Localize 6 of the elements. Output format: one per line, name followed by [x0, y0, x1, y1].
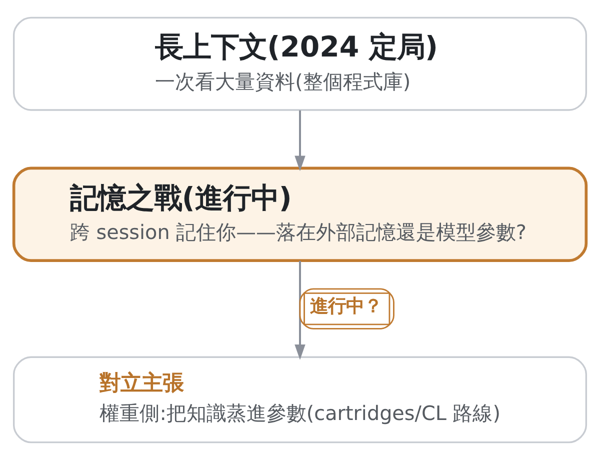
node-box: 記憶之戰(進行中) 跨 session 記住你——落在外部記憶還是模型參數?: [12, 166, 588, 262]
edge-label: 進行中？: [310, 296, 382, 317]
arrow: [294, 260, 306, 360]
node-box: 對立主張 權重側:把知識蒸進參數(cartridges/CL 路線): [12, 356, 588, 443]
node-box: 長上下文(2024 定局) 一次看大量資料(整個程式庫): [12, 16, 588, 110]
arrow: [294, 110, 306, 171]
